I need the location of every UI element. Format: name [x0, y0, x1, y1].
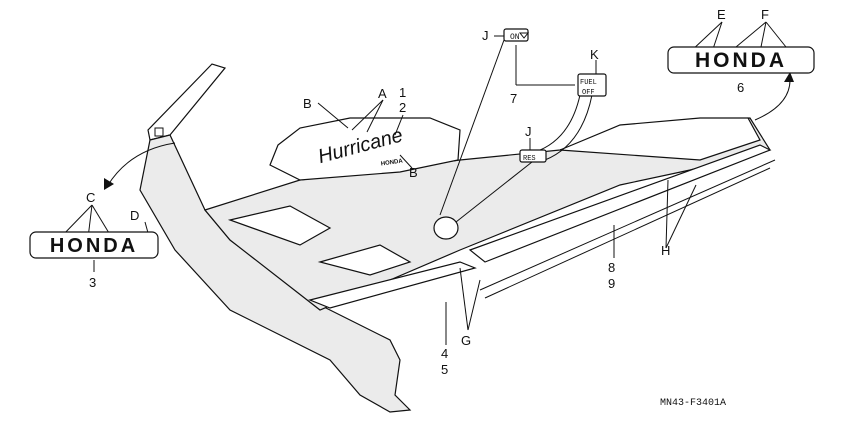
fuel-cap [433, 216, 459, 240]
part-number-1: 1 [399, 85, 406, 100]
callout-f: F [761, 7, 769, 22]
callouts: A B B C D E F G H J J K [86, 7, 769, 348]
emblem-left-text: HONDA [50, 235, 138, 257]
fuel-tank [269, 117, 461, 181]
part-number-7: 7 [510, 91, 517, 106]
callout-e: E [717, 7, 726, 22]
part-number-9: 9 [608, 276, 615, 291]
callout-k: K [590, 47, 599, 62]
fuel-label-res: RES [519, 149, 547, 163]
arrow-right [754, 79, 791, 121]
vent-right [317, 244, 412, 276]
part-numbers: 1 2 3 4 5 6 7 8 9 [89, 80, 744, 377]
fuel-label-on: ON [503, 28, 530, 42]
part-number-5: 5 [441, 362, 448, 377]
stripe-lower [308, 261, 477, 309]
svg-text:RES: RES [523, 155, 536, 163]
part-number-4: 4 [441, 346, 448, 361]
part-number-3: 3 [89, 275, 96, 290]
svg-text:OFF: OFF [582, 89, 595, 97]
callout-j-lower: J [525, 124, 532, 139]
callout-a: A [378, 86, 387, 101]
arrow-left [107, 142, 176, 186]
callout-d: D [130, 208, 139, 223]
callout-b-lower: B [409, 165, 418, 180]
tank-sub-text: HONDA [381, 158, 404, 167]
part-number-6: 6 [737, 80, 744, 95]
emblem-right-text: HONDA [695, 49, 787, 72]
callout-b-upper: B [303, 96, 312, 111]
emblem-right: HONDA [667, 46, 815, 74]
callout-c: C [86, 190, 95, 205]
callout-h: H [661, 243, 670, 258]
callout-g: G [461, 333, 471, 348]
fairing-body [139, 63, 776, 413]
callout-j-upper: J [482, 28, 489, 43]
part-number-2: 2 [399, 100, 406, 115]
svg-text:ON: ON [510, 33, 520, 42]
vent-left [227, 205, 332, 246]
fuel-label-fuel-off: FUEL OFF [577, 73, 607, 97]
svg-text:FUEL: FUEL [580, 79, 597, 87]
tail-cowl [559, 117, 761, 161]
drawing-code: MN43-F3401A [660, 398, 726, 409]
stripe-upper [468, 144, 772, 263]
emblem-left: HONDA [29, 231, 159, 259]
part-number-8: 8 [608, 260, 615, 275]
